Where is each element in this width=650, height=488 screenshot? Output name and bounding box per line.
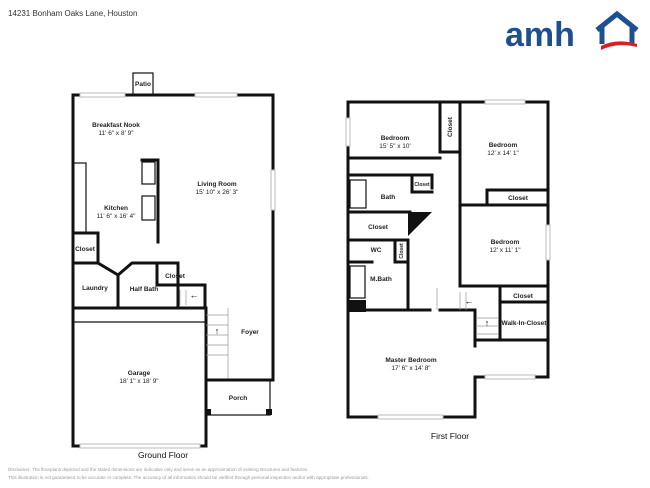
room-label-porch: Porch	[229, 395, 247, 402]
room-dims-master-bedroom: 17' 6" x 14' 8"	[391, 365, 431, 372]
room-label-bedroom: Bedroom	[489, 142, 518, 149]
ground-floor-plan: ← ↑ Patio Breakfast Nook 11' 6" x 8' 9" …	[71, 72, 276, 460]
room-dims-breakfast-nook: 11' 6" x 8' 9"	[98, 130, 134, 137]
room-label-closet: Closet	[368, 224, 389, 231]
room-label-walk-in-closet: Walk-In-Closet	[502, 320, 548, 327]
logo-text: amh	[505, 16, 575, 52]
room-label-bath: Bath	[381, 194, 395, 201]
room-label-m-bath: M.Bath	[370, 276, 392, 283]
room-label-bedroom: Bedroom	[381, 135, 410, 142]
room-label-master-bedroom: Master Bedroom	[385, 357, 437, 364]
room-label-closet: Closet	[513, 293, 534, 300]
logo-swoosh	[601, 41, 637, 50]
room-label-living-room: Living Room	[197, 181, 237, 188]
arrow-up-icon: ↑	[485, 318, 490, 328]
room-label-foyer: Foyer	[241, 329, 259, 336]
ground-floor-title: Ground Floor	[138, 450, 188, 460]
room-label-half-bath: Half Bath	[130, 286, 159, 293]
disclaimer-line-1: Disclaimer: The floorplans depicted and …	[8, 467, 309, 472]
arrow-left-icon: ←	[190, 290, 199, 300]
room-label-laundry: Laundry	[82, 285, 108, 292]
room-label-closet: Closet	[165, 273, 186, 280]
room-dims-bedroom: 12' x 14' 1"	[487, 150, 519, 157]
room-label-closet: Closet	[447, 116, 454, 137]
first-floor-plan: ← ↑ Bedroom 15' 5" x 10' Closet Bedroom …	[345, 99, 551, 441]
room-dims-bedroom: 15' 5" x 10'	[379, 143, 411, 150]
house-roof-icon	[595, 10, 639, 44]
room-label-garage: Garage	[128, 370, 151, 377]
room-label-breakfast-nook: Breakfast Nook	[92, 122, 140, 129]
room-label-bedroom: Bedroom	[491, 239, 520, 246]
stairs	[436, 288, 498, 335]
arrow-up-icon: ↑	[215, 326, 220, 336]
room-label-closet: Closet	[508, 195, 529, 202]
room-label-wc: WC	[371, 247, 382, 254]
room-dims-kitchen: 11' 6" x 16' 4"	[97, 213, 136, 220]
room-label-closet: Closet	[399, 243, 405, 259]
disclaimer-line-2: This illustration is not guaranteed to b…	[8, 475, 369, 480]
room-label-patio: Patio	[135, 81, 151, 88]
room-dims-living-room: 15' 10" x 26' 3"	[196, 189, 240, 196]
property-address: 14231 Bonham Oaks Lane, Houston	[8, 9, 138, 18]
stairs	[179, 290, 229, 380]
arrow-left-icon: ←	[465, 296, 474, 306]
room-dims-garage: 18' 1" x 18' 9"	[119, 378, 159, 385]
room-dims-bedroom: 12' x 11' 1"	[489, 247, 521, 254]
room-label-closet: Closet	[414, 182, 430, 188]
room-label-kitchen: Kitchen	[104, 205, 128, 212]
first-floor-title: First Floor	[431, 431, 469, 441]
amh-logo: amh	[505, 10, 639, 52]
room-label-closet: Closet	[75, 246, 96, 253]
